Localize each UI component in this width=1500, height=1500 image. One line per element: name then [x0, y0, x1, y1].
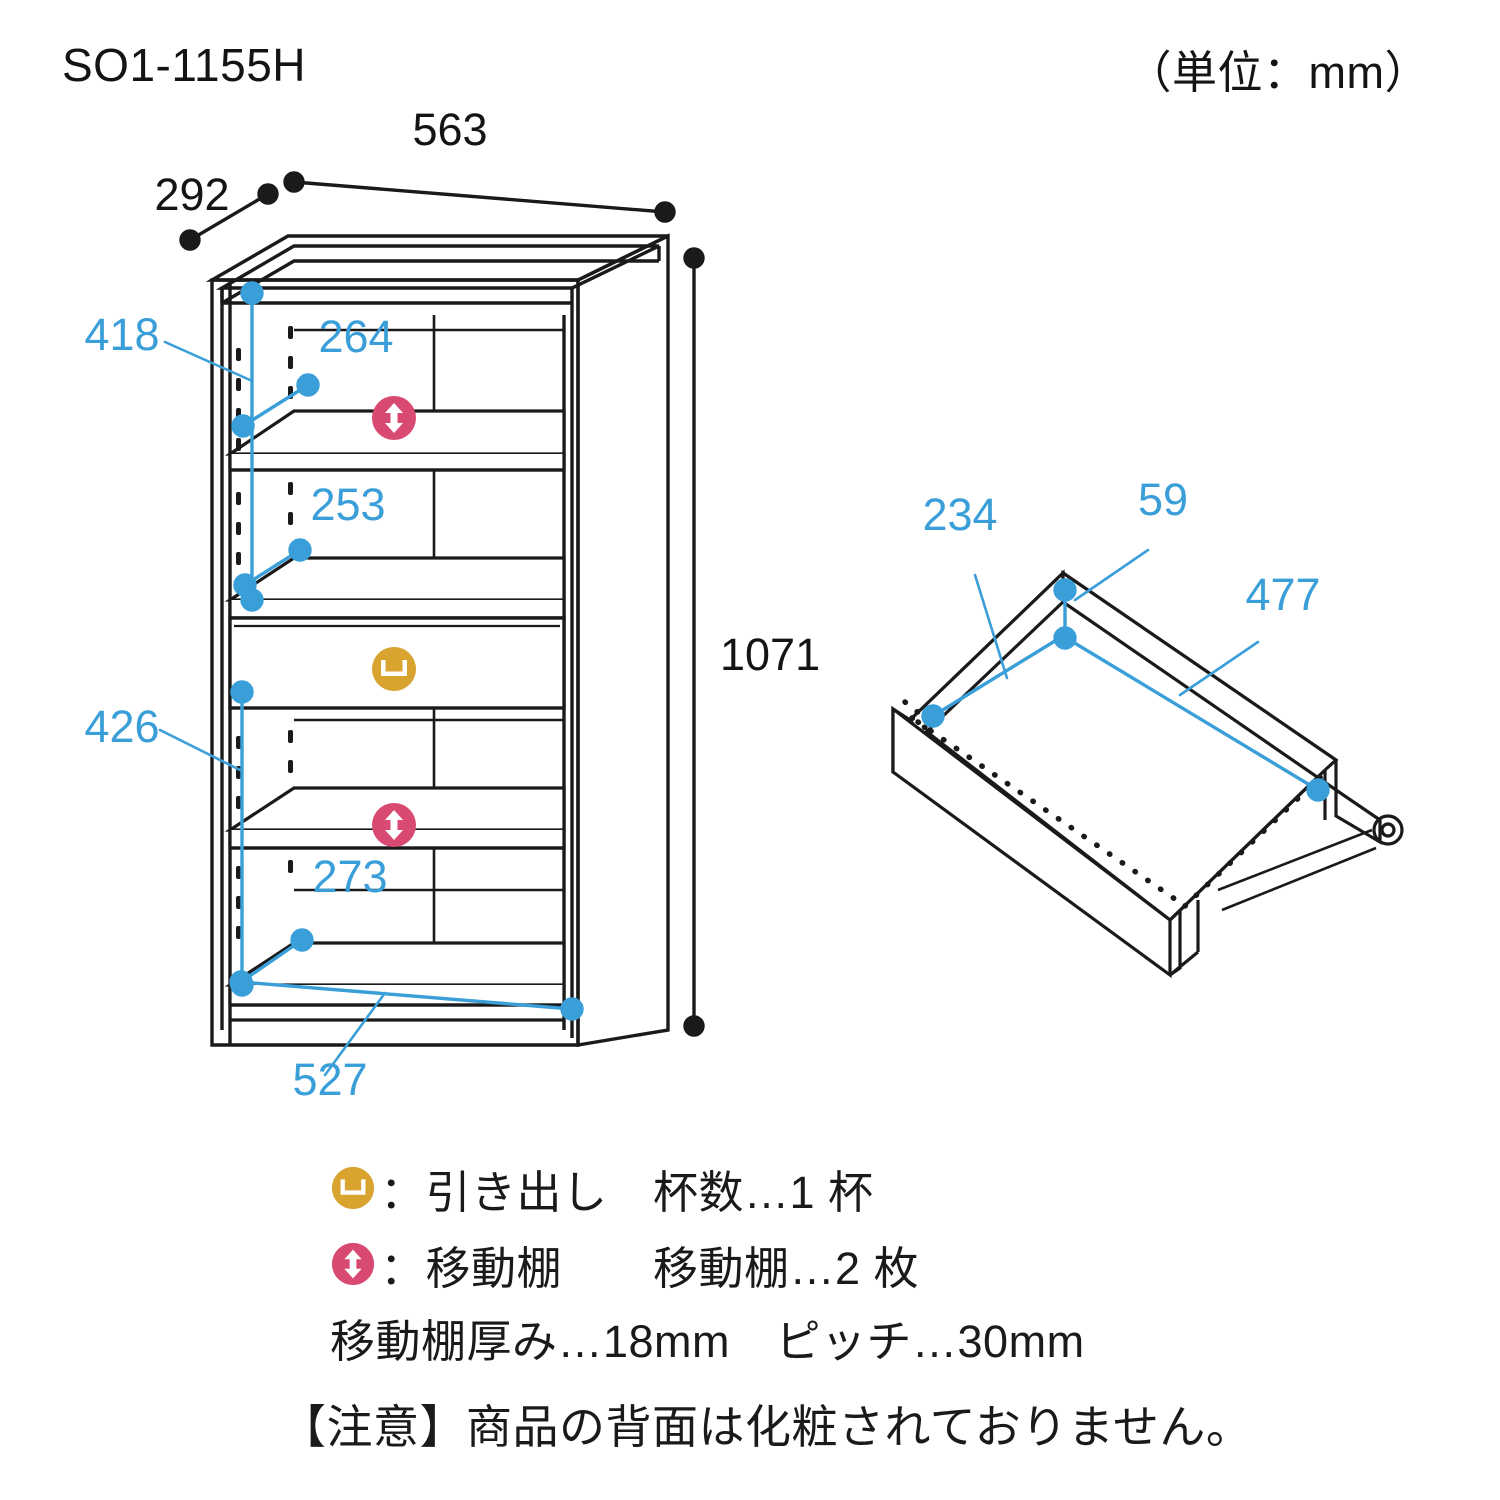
legend-shelf-text: ：移動棚 移動棚…2 枚: [380, 1242, 920, 1294]
outer-dimensions: [179, 171, 705, 1037]
legend-note: 【注意】商品の背面は化粧されておりません。: [280, 1401, 1253, 1453]
dim-width-label: 563: [412, 104, 487, 155]
technical-drawing: 563 292 1071: [84, 104, 1404, 1105]
adjustable-shelf-icon: [331, 1242, 375, 1286]
drawer-box-drawing: [891, 569, 1404, 979]
dim-height-label: 1071: [720, 629, 820, 680]
legend-block: ：引き出し 杯数…1 杯 ：移動棚 移動棚…2 枚 移動棚厚み…18mm ピッチ…: [0, 1150, 1500, 1472]
dim-drawer-inner-length-label: 477: [1245, 569, 1320, 620]
legend-row-adjustable-shelf: ：移動棚 移動棚…2 枚: [0, 1226, 1500, 1302]
dim-bottom-inner-width-label: 527: [292, 1054, 367, 1105]
interior-dimensions: [158, 281, 584, 1077]
dim-drawer-inner-width-label: 234: [922, 489, 997, 540]
outer-dimension-labels: 563 292 1071: [154, 104, 820, 680]
legend-row-drawer: ：引き出し 杯数…1 杯: [0, 1150, 1500, 1226]
drawer-hidden-edges: [902, 699, 1333, 909]
dim-bottom-shelf-depth-label: 273: [312, 851, 387, 902]
dim-upper-opening-label: 253: [310, 479, 385, 530]
adjustable-shelf-lower-icon: [372, 803, 416, 847]
drawer-icon-on-cabinet: [372, 647, 416, 691]
legend-spec-line: 移動棚厚み…18mm ピッチ…30mm: [330, 1316, 1085, 1367]
interior-dimension-labels: 418 264 253 426 273 527: [84, 309, 393, 1105]
drawer-icon: [331, 1166, 375, 1210]
drawer-dimensions: [921, 548, 1330, 802]
page-title: SO1-1155H: [62, 39, 307, 91]
unit-note: （単位：mm）: [1126, 47, 1430, 98]
dim-lower-opening-label: 426: [84, 701, 159, 752]
dim-top-shelf-depth-label: 264: [318, 311, 393, 362]
legend-drawer-text: ：引き出し 杯数…1 杯: [380, 1166, 874, 1218]
drawer-dimension-labels: 234 59 477: [922, 474, 1320, 620]
dim-depth-label: 292: [154, 169, 229, 220]
shelf-middle-fixed: [224, 556, 566, 620]
dim-drawer-side-height-label: 59: [1138, 474, 1188, 525]
dim-left-opening-height-label: 418: [84, 309, 159, 360]
adjustable-shelf-upper-icon: [372, 396, 416, 440]
peg-holes-left: [236, 326, 293, 939]
